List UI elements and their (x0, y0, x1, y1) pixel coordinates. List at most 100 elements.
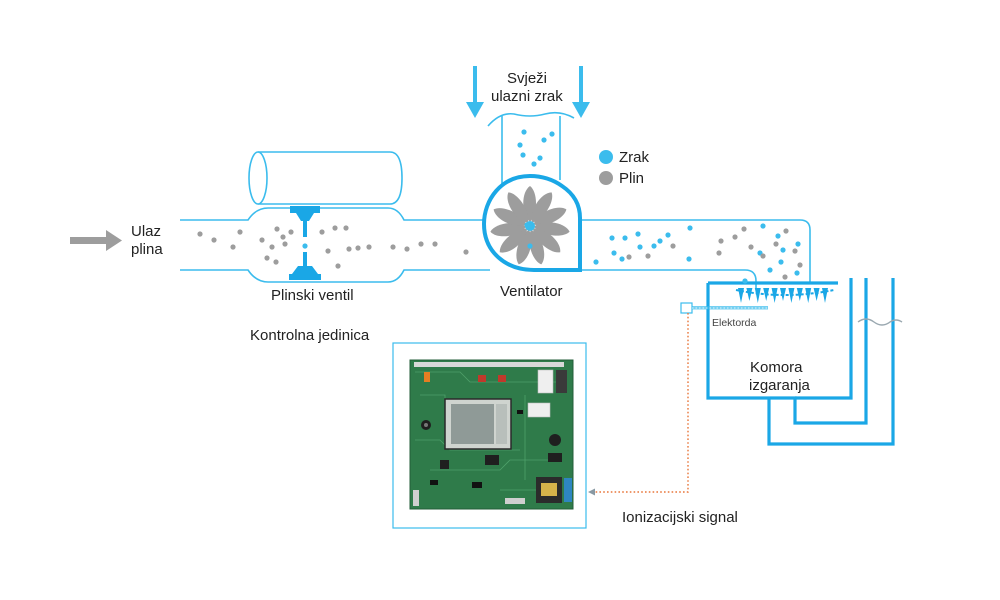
flame (746, 288, 753, 301)
air-particle (637, 244, 643, 250)
air-particle (794, 270, 800, 276)
gas-particle (332, 225, 338, 231)
gas-particle (716, 250, 722, 256)
flame (796, 288, 803, 301)
air-particle (517, 142, 523, 148)
gas-inlet-label-line1: Ulaz (131, 223, 161, 240)
air-inlet-duct (487, 111, 575, 186)
combustion-chamber-label-line2: izgaranja (749, 377, 811, 394)
fan-icon (481, 173, 582, 272)
air-particle (622, 235, 628, 241)
fan-blade (499, 228, 527, 253)
gas-pipe (180, 207, 490, 283)
electrode-icon (680, 302, 768, 314)
gas-particle (748, 244, 754, 250)
legend-gas-label: Plin (619, 170, 644, 187)
gas-particle (274, 226, 280, 232)
fan-label: Ventilator (500, 283, 563, 300)
fan-blade (490, 222, 527, 237)
air-particle (531, 161, 537, 167)
gas-particle (792, 248, 798, 254)
air-particle (541, 137, 547, 143)
flame (805, 288, 812, 303)
gas-particle (626, 254, 632, 260)
fan-blade (516, 229, 532, 265)
air-particle (657, 238, 663, 244)
gas-inlet-label-line2: plina (131, 241, 163, 258)
gas-particle (760, 253, 766, 259)
gas-particle (211, 237, 217, 243)
air-particle (795, 241, 801, 247)
gas-particle (718, 238, 724, 244)
air-particle (767, 267, 773, 273)
air-particle (527, 243, 533, 249)
gas-particle (237, 229, 243, 235)
ionization-signal-label: Ionizacijski signal (622, 509, 738, 526)
gas-particle (264, 255, 270, 261)
air-particle (520, 152, 526, 158)
air-particle (611, 250, 617, 256)
gas-inlet-arrow (70, 230, 122, 251)
gas-particle (432, 241, 438, 247)
fan-blade (507, 192, 529, 223)
gas-particle (319, 229, 325, 235)
gas-particle (273, 259, 279, 265)
gas-particle (741, 226, 747, 232)
air-particle (609, 235, 615, 241)
fresh-air-arrow-right (572, 66, 590, 118)
gas-particle (390, 244, 396, 250)
air-particle (775, 233, 781, 239)
gas-particle (797, 262, 803, 268)
gas-particle (366, 244, 372, 250)
valve-cylinder (248, 151, 403, 205)
air-particle (549, 131, 555, 137)
electrode-label: Elektorda (712, 317, 757, 329)
air-particle (521, 129, 527, 135)
air-particle (778, 259, 784, 265)
gas-particle (288, 229, 294, 235)
control-unit-label: Kontrolna jedinica (250, 327, 370, 344)
gas-particle (282, 241, 288, 247)
gas-particle (670, 243, 676, 249)
gas-particle (280, 234, 286, 240)
legend-air-label: Zrak (619, 149, 650, 166)
gas-particle (335, 263, 341, 269)
gas-valve-icon (289, 206, 321, 280)
flame (822, 288, 828, 303)
combustion-chamber-label-line1: Komora (750, 359, 803, 376)
air-particle (742, 278, 748, 284)
break-mark (857, 318, 903, 326)
air-particle (760, 223, 766, 229)
fan-blade (531, 192, 553, 223)
combustion-chamber-walls (706, 278, 895, 446)
flame (813, 288, 820, 301)
air-particle (302, 243, 308, 249)
fresh-air-label-line1: Svježi (507, 70, 547, 87)
air-particle (665, 232, 671, 238)
gas-particle (463, 249, 469, 255)
gas-particle (346, 246, 352, 252)
air-particle (780, 247, 786, 253)
gas-particle (732, 234, 738, 240)
fresh-air-label-line2: ulazni zrak (491, 88, 563, 105)
circuit-board-icon (409, 359, 574, 510)
gas-particle (773, 241, 779, 247)
gas-particle (269, 244, 275, 250)
mixture-pipe (580, 219, 811, 288)
gas-particle (197, 231, 203, 237)
air-particle (524, 222, 530, 228)
gas-particle (404, 246, 410, 252)
flame (771, 288, 778, 303)
gas-particle (783, 228, 789, 234)
gas-particle (645, 253, 651, 259)
gas-particle (325, 248, 331, 254)
fresh-air-arrow-left (466, 66, 484, 118)
ionization-signal-wire (588, 313, 689, 496)
air-particle (619, 256, 625, 262)
gas-particle (355, 245, 361, 251)
air-particle (687, 225, 693, 231)
air-particle (686, 256, 692, 262)
air-particle (651, 243, 657, 249)
fan-blade (533, 228, 561, 253)
